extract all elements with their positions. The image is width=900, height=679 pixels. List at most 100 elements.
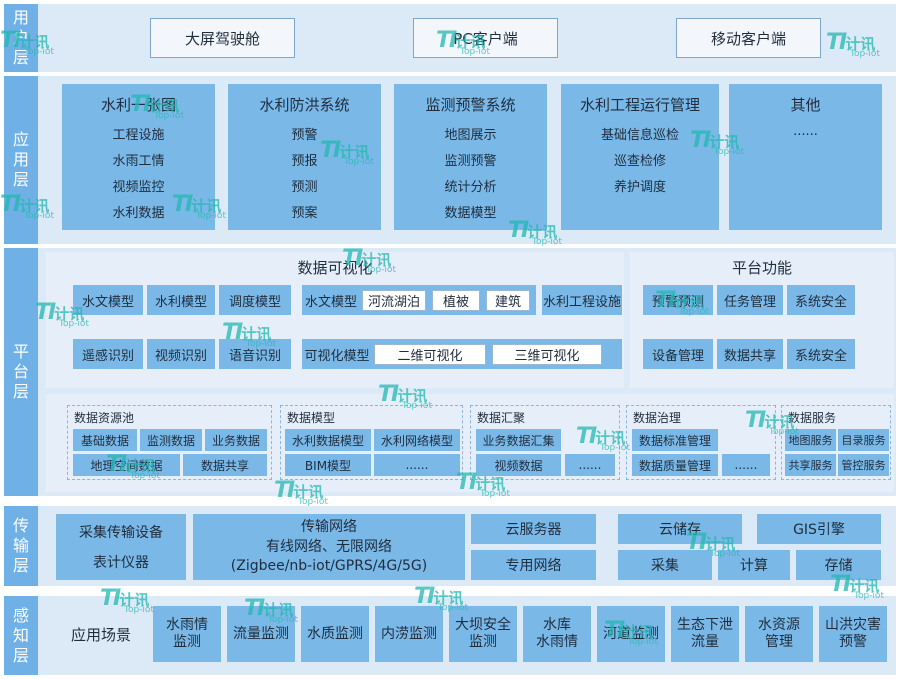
catalog-service-box: 目录服务: [838, 429, 889, 451]
watermark-brand: 计讯: [19, 33, 50, 51]
data-model-group: 数据模型: [280, 405, 463, 480]
data-service-group: 数据服务: [781, 405, 891, 480]
app-card-item: 地图展示: [444, 128, 497, 143]
watermark-sub: Top-iot: [480, 489, 510, 499]
watermark-brand: 计讯: [595, 429, 626, 447]
governance-more-box: ......: [722, 454, 770, 476]
group-title: 数据汇聚: [477, 411, 526, 425]
watermark-mark-icon: TI: [745, 408, 766, 433]
watermark-sub: Top-iot: [532, 237, 562, 247]
app-card-item: ......: [793, 124, 818, 139]
watermark-sub: Top-iot: [402, 401, 432, 411]
data-share-box: 数据共享: [183, 454, 267, 476]
perception-item: 山洪灾害 预警: [819, 606, 887, 662]
app-card-title: 监测预警系统: [425, 96, 516, 114]
app-card-item: 预警: [291, 128, 318, 143]
app-card-item: 基础信息巡检: [600, 128, 679, 143]
water-network-model-box: 水利网络模型: [374, 429, 460, 451]
watermark-mark-icon: TI: [130, 92, 151, 117]
pc-client-box: PC客户端: [413, 18, 558, 58]
watermark-brand: 计讯: [119, 591, 150, 609]
app-card-item: 水利数据: [112, 206, 165, 221]
rivers-lakes-box: 河流湖泊: [362, 290, 426, 311]
business-data-box: 业务数据: [205, 429, 267, 451]
watermark-sub: Top-iot: [600, 443, 630, 453]
perception-item: 生态下泄 流量: [671, 606, 739, 662]
watermark-brand: 计讯: [191, 197, 222, 215]
app-card-item: 巡查检修: [613, 154, 666, 169]
app-card-item: 预报: [291, 154, 318, 169]
control-service-box: 管控服务: [838, 454, 889, 476]
watermark-sub: Top-iot: [628, 637, 658, 647]
data-sharing-box: 数据共享: [717, 339, 783, 369]
remote-sensing-box: 遥感识别: [73, 339, 143, 369]
app-card-title: 水利工程运行管理: [579, 96, 700, 114]
watermark-mark-icon: TI: [576, 424, 597, 449]
hydro-model-label: 水文模型: [304, 294, 357, 310]
watermark-mark-icon: TI: [378, 382, 399, 407]
perception-layer-label: 感知层: [4, 596, 38, 675]
platform-function-title: 平台功能: [731, 258, 792, 277]
basic-data-box: 基础数据: [73, 429, 137, 451]
acquisition-device-label: 采集传输设备: [79, 525, 163, 541]
app-card-title: 其他: [790, 96, 821, 114]
watermark-sub: Top-iot: [246, 339, 276, 349]
standard-management-box: 数据标准管理: [632, 429, 718, 451]
water-facility-box: 水利工程设施: [542, 285, 622, 315]
hydrology-model-box: 水文模型: [73, 285, 143, 315]
app-card-monitoring: 监测预警系统 地图展示 监测预警 统计分析 数据模型: [394, 84, 547, 230]
share-service-box: 共享服务: [785, 454, 836, 476]
watermark-sub: Top-iot: [124, 605, 154, 615]
2d-vis-box: 二维可视化: [374, 344, 486, 365]
watermark-mark-icon: TI: [106, 452, 127, 477]
model-more-box: ......: [374, 454, 460, 476]
app-card-title: 水利一张图: [100, 96, 176, 114]
watermark-brand: 计讯: [293, 483, 324, 501]
monitor-data-box: 监测数据: [140, 429, 202, 451]
app-card-water-map: 水利一张图 工程设施 水雨工情 视频监控 水利数据: [62, 84, 215, 230]
watermark-mark-icon: TI: [690, 128, 711, 153]
watermark-brand: 计讯: [241, 325, 272, 343]
watermark-sub: Top-iot: [714, 147, 744, 157]
app-card-project-ops: 水利工程运行管理 基础信息巡检 巡查检修 养护调度: [561, 84, 719, 230]
watermark-mark-icon: TI: [0, 192, 21, 217]
device-management-box: 设备管理: [643, 339, 713, 369]
watermark-sub: Top-iot: [196, 211, 226, 221]
watermark-sub: Top-iot: [710, 549, 740, 559]
watermark-brand: 计讯: [19, 197, 50, 215]
group-title: 数据治理: [633, 411, 682, 425]
vegetation-box: 植被: [432, 290, 480, 311]
app-card-other: 其他 ......: [729, 84, 882, 230]
dispatch-model-box: 调度模型: [219, 285, 291, 315]
meter-instrument-label: 表计仪器: [93, 555, 149, 571]
vis-model-label: 可视化模型: [304, 348, 370, 364]
collect-box: 采集: [618, 550, 712, 580]
watermark-mark-icon: TI: [244, 596, 265, 621]
app-card-item: 监测预警: [444, 154, 497, 169]
watermark-sub: Top-iot: [154, 111, 184, 121]
watermark-sub: Top-iot: [769, 427, 799, 437]
watermark-mark-icon: TI: [826, 30, 847, 55]
perception-item: 流量监测: [227, 606, 295, 662]
watermark-brand: 计讯: [709, 133, 740, 151]
watermark-mark-icon: TI: [604, 618, 625, 643]
storage-box: 存储: [796, 550, 881, 580]
watermark-mark-icon: TI: [172, 192, 193, 217]
watermark-brand: 计讯: [54, 305, 85, 323]
app-card-item: 统计分析: [444, 180, 497, 195]
voice-recognition-box: 语音识别: [219, 339, 291, 369]
watermark-sub: Top-iot: [344, 157, 374, 167]
watermark-sub: Top-iot: [59, 319, 89, 329]
